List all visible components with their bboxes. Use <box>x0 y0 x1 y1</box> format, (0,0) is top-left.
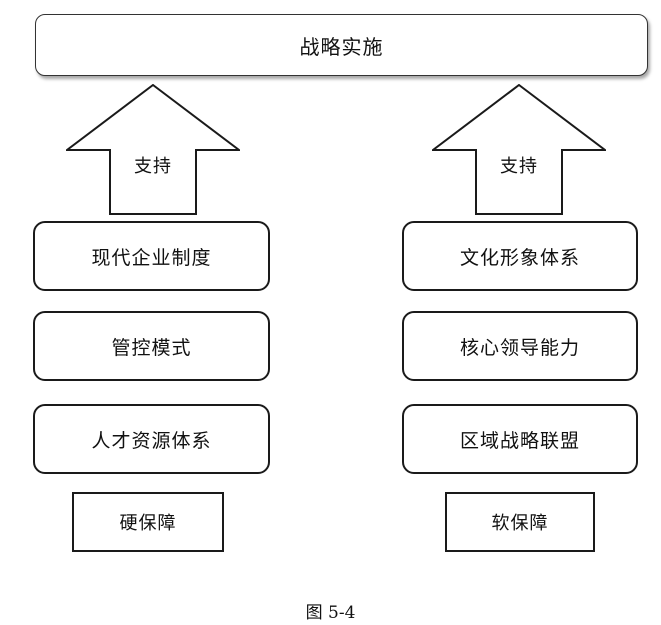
culture-image-system-box: 文化形象体系 <box>402 221 638 291</box>
culture-image-system-label: 文化形象体系 <box>459 246 580 269</box>
modern-enterprise-system-box: 现代企业制度 <box>33 221 270 291</box>
talent-resource-system-box: 人才资源体系 <box>33 404 270 474</box>
regional-strategic-alliance-label: 区域战略联盟 <box>459 429 580 452</box>
control-mode-label: 管控模式 <box>111 336 192 359</box>
hard-guarantee-box: 硬保障 <box>72 492 224 552</box>
soft-guarantee-box: 软保障 <box>445 492 595 552</box>
core-leadership-label: 核心领导能力 <box>459 336 580 359</box>
strategy-implementation-box: 战略实施 <box>35 14 648 76</box>
left-support-label: 支持 <box>134 156 172 177</box>
regional-strategic-alliance-box: 区域战略联盟 <box>402 404 638 474</box>
core-leadership-box: 核心领导能力 <box>402 311 638 381</box>
modern-enterprise-system-label: 现代企业制度 <box>91 246 212 269</box>
strategy-implementation-label: 战略实施 <box>299 34 384 59</box>
right-support-label: 支持 <box>500 156 538 177</box>
right-support-arrow <box>432 84 606 215</box>
talent-resource-system-label: 人才资源体系 <box>91 429 212 452</box>
hard-guarantee-label: 硬保障 <box>119 513 177 534</box>
soft-guarantee-label: 软保障 <box>491 513 549 534</box>
figure-caption: 图 5-4 <box>305 603 356 623</box>
control-mode-box: 管控模式 <box>33 311 270 381</box>
left-support-arrow <box>66 84 240 215</box>
